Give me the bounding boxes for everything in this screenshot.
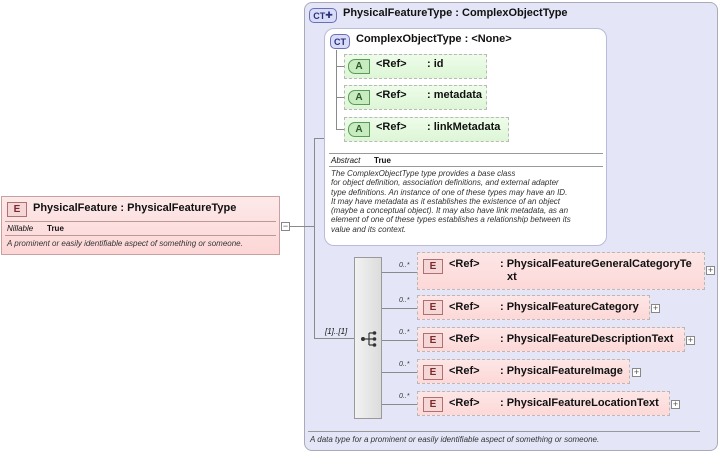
plus-icon[interactable]: + — [632, 367, 641, 377]
description-line: value and its context. — [331, 224, 407, 234]
abstract-value: True — [374, 156, 391, 165]
attribute-connector — [336, 129, 344, 130]
base-type-title: ComplexObjectType : <None> — [356, 33, 512, 45]
nillable-label: Nillable — [7, 224, 34, 233]
sequence-compositor[interactable] — [354, 257, 382, 419]
attribute-connector — [336, 66, 344, 67]
attribute-name: : id — [427, 58, 444, 70]
divider — [5, 235, 276, 236]
description-line: for object definition, association defin… — [331, 178, 559, 188]
base-type-description: The ComplexObjectType type provides a ba… — [331, 169, 603, 234]
description-line: It may have metadata as it establishes t… — [331, 196, 561, 206]
plus-icon[interactable]: + — [671, 399, 680, 409]
divider — [5, 221, 276, 222]
attribute-icon: A — [348, 59, 370, 74]
description-line: element of one of these types establishe… — [331, 215, 571, 225]
attribute-ref: <Ref> — [376, 89, 407, 101]
element-icon: E — [423, 365, 443, 380]
element-title: PhysicalFeature : PhysicalFeatureType — [33, 202, 237, 214]
element-icon: E — [423, 333, 443, 348]
abstract-label: Abstract — [331, 156, 361, 165]
attribute-connector — [336, 97, 344, 98]
attribute-name: : linkMetadata — [427, 121, 501, 133]
child-cardinality: 0..* — [399, 297, 410, 304]
element-ref: <Ref> — [449, 397, 480, 409]
element-connector — [314, 138, 315, 338]
attribute-name: : metadata — [427, 89, 483, 101]
element-icon: E — [423, 397, 443, 412]
attribute-ref: <Ref> — [376, 58, 407, 70]
child-cardinality: 0..* — [399, 329, 410, 336]
base-type-icon: CT — [330, 34, 350, 49]
element-icon: E — [7, 202, 27, 217]
element-ref: <Ref> — [449, 333, 480, 345]
root-type-description: A data type for a prominent or easily id… — [310, 435, 600, 444]
child-cardinality: 0..* — [399, 262, 410, 269]
element-name: : PhysicalFeatureGeneralCategoryTe — [500, 258, 692, 270]
plus-icon[interactable]: + — [651, 303, 660, 313]
element-name: : PhysicalFeatureDescriptionText — [500, 333, 674, 345]
divider — [329, 153, 603, 154]
attribute-icon: A — [348, 90, 370, 105]
minus-icon[interactable]: − — [281, 221, 290, 231]
child-cardinality: 0..* — [399, 361, 410, 368]
element-ref: <Ref> — [449, 301, 480, 313]
element-name: : PhysicalFeatureLocationText — [500, 397, 659, 409]
element-icon: E — [423, 259, 443, 274]
divider — [329, 166, 603, 167]
element-name-continued: xt — [507, 271, 517, 283]
sequence-connector — [382, 340, 418, 341]
nillable-value: True — [47, 224, 64, 233]
element-ref: <Ref> — [449, 258, 480, 270]
child-cardinality: 0..* — [399, 393, 410, 400]
root-type-title: PhysicalFeatureType : ComplexObjectType — [343, 7, 568, 19]
sequence-connector — [382, 272, 418, 273]
element-physicalfeaturedescriptiontext[interactable] — [417, 327, 685, 352]
divider — [308, 431, 700, 432]
element-name: : PhysicalFeatureCategory — [500, 301, 639, 313]
attribute-ref: <Ref> — [376, 121, 407, 133]
element-connector — [314, 138, 324, 139]
sequence-connector — [382, 404, 418, 405]
description-line: (maybe a conceptual object). It may also… — [331, 206, 569, 216]
sequence-icon — [361, 331, 377, 347]
element-physicalfeaturecategory[interactable] — [417, 295, 650, 320]
element-icon: E — [423, 300, 443, 315]
element-physicalfeatureimage[interactable] — [417, 359, 630, 384]
description-line: type definitions. An instance of one of … — [331, 187, 568, 197]
sequence-connector — [382, 308, 418, 309]
description-line: The ComplexObjectType type provides a ba… — [331, 169, 516, 178]
sequence-cardinality: [1]..[1] — [325, 327, 348, 336]
plus-icon[interactable]: + — [686, 335, 695, 345]
element-connector — [314, 338, 354, 339]
element-physicalfeaturegeneralcategorytext[interactable] — [417, 252, 705, 290]
element-ref: <Ref> — [449, 365, 480, 377]
element-physicalfeature[interactable] — [1, 196, 280, 255]
element-description: A prominent or easily identifiable aspec… — [7, 239, 243, 248]
element-connector — [290, 226, 314, 227]
attribute-linkmetadata[interactable] — [344, 117, 509, 142]
attribute-icon: A — [348, 122, 370, 137]
element-name: : PhysicalFeatureImage — [500, 365, 623, 377]
attribute-connector — [336, 50, 337, 130]
sequence-connector — [382, 372, 418, 373]
plus-icon[interactable]: + — [706, 265, 715, 275]
complex-type-icon: CT✚ — [309, 8, 337, 23]
element-physicalfeaturelocationtext[interactable] — [417, 391, 670, 416]
